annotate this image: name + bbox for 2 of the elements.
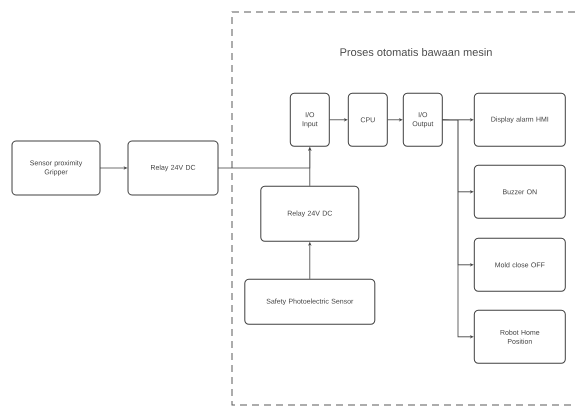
dashed-region xyxy=(232,12,575,406)
region-title: Proses otomatis bawaan mesin xyxy=(340,48,492,56)
